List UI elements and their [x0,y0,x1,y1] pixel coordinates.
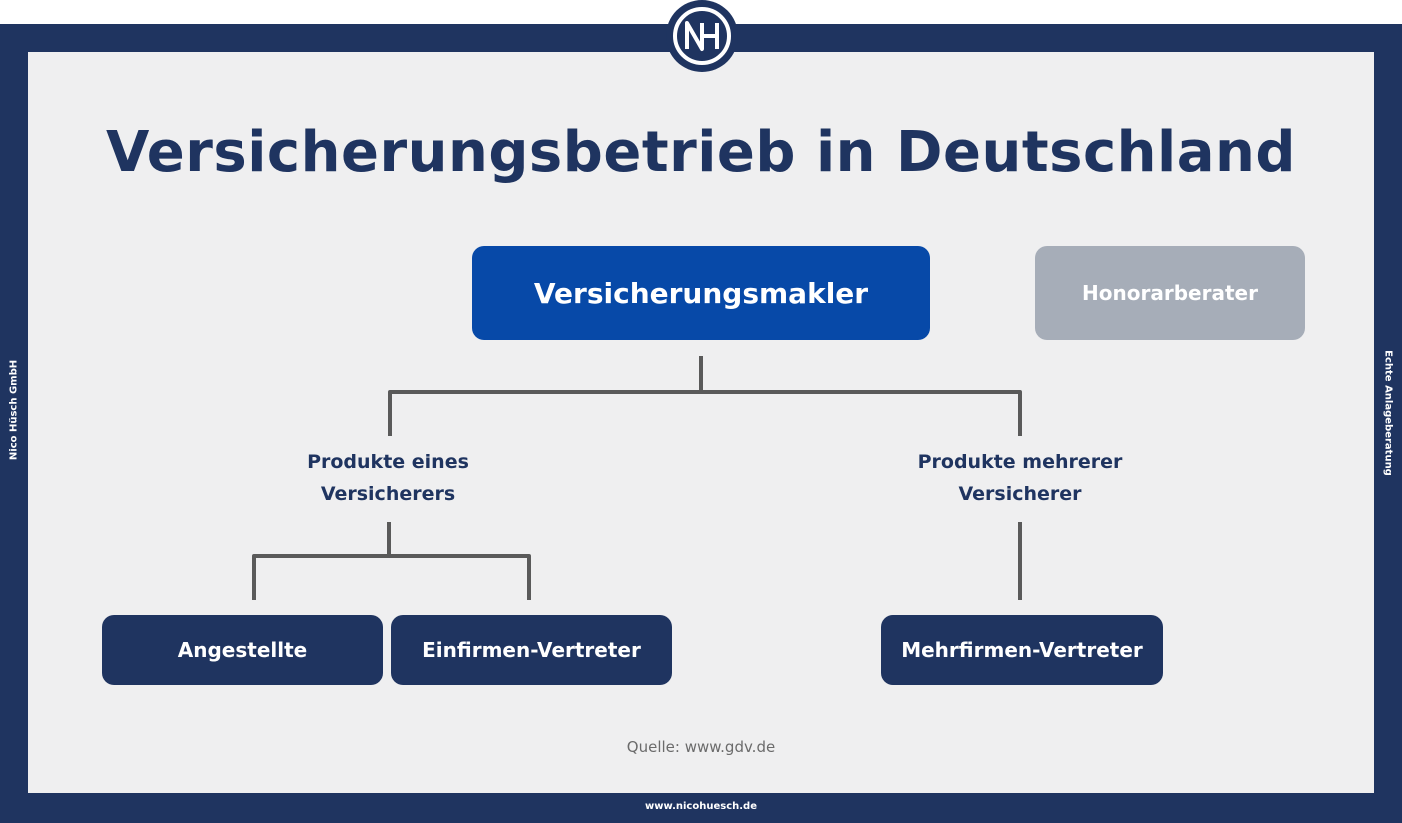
source-note: Quelle: www.gdv.de [626,738,776,756]
footer-url: www.nicohuesch.de [645,801,757,812]
box-einfirmen-vertreter: Einfirmen-Vertreter [391,615,672,685]
connector-left [252,522,531,600]
branch-label-right: Produkte mehrerer Versicherer [917,451,1123,505]
nh-logo-icon [673,7,731,65]
connector-top [388,356,1022,436]
box-angestellte: Angestellte [102,615,383,685]
box-honorarberater: Honorarberater [1035,246,1305,340]
nh-logo [666,0,738,72]
branch-label-left: Produkte eines Versicherers [307,451,469,505]
box-mehrfirmen-vertreter: Mehrfirmen-Vertreter [881,615,1163,685]
box-versicherungsmakler: Versicherungsmakler [472,246,930,340]
page-title: Versicherungsbetrieb in Deutschland [106,120,1296,185]
